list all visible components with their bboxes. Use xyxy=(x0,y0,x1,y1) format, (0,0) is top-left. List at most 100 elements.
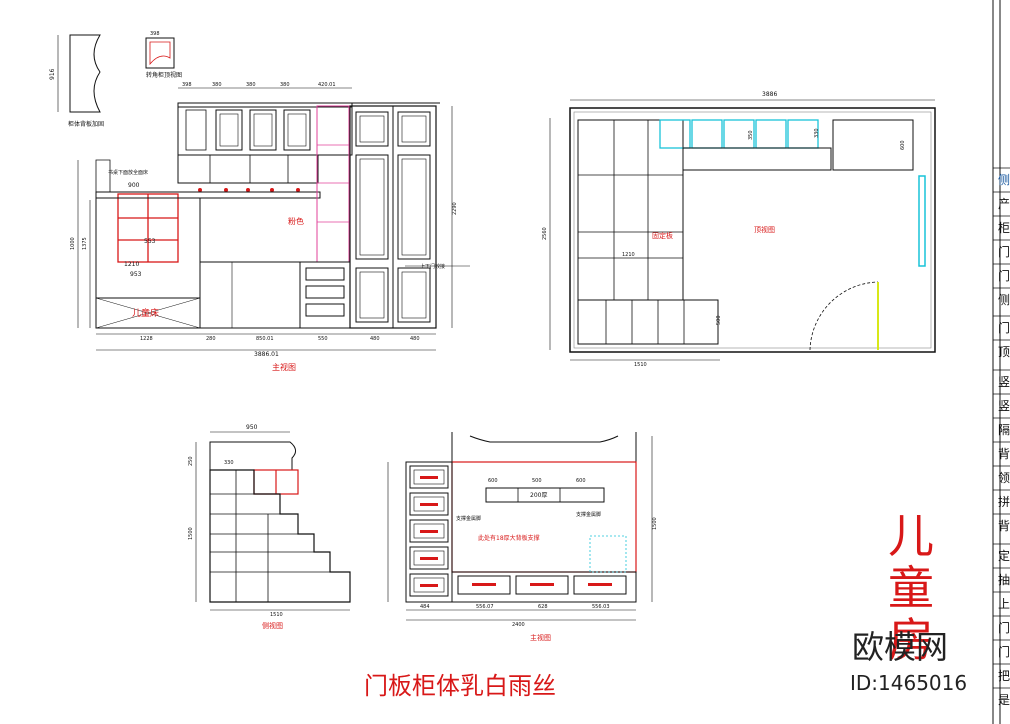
right-dim: 2290 xyxy=(452,202,458,215)
left-dim: 1000 xyxy=(70,237,76,250)
front-bottom-dim: 480 xyxy=(370,336,380,342)
top-plan-view: 3886 固定板 1210 350 330 600 顶视图 500 xyxy=(542,91,936,368)
tb-row-char: 侧 xyxy=(998,293,1010,307)
left-drawer xyxy=(409,492,449,516)
tb-row-char: 领 xyxy=(998,471,1010,485)
room-title-char: 童 xyxy=(888,561,934,615)
desk-note: 书桌下面放全面床 xyxy=(108,169,148,176)
left-drawer-inner xyxy=(413,469,445,485)
room-title: 儿童房 xyxy=(888,509,934,667)
desk-inner: 953 xyxy=(130,271,142,278)
support-left: 支撑金属脚 xyxy=(456,515,481,522)
left-drawer-inner xyxy=(413,577,445,593)
drawer-handle xyxy=(420,476,438,479)
side-caption: 侧视图 xyxy=(262,621,283,630)
tb-row-char: 定 xyxy=(998,548,1010,563)
left-drawer-inner xyxy=(413,550,445,566)
side-view: 950 330 1500 250 1510 侧视图 xyxy=(188,424,351,630)
left-drawer xyxy=(409,573,449,597)
tb-row-char: 顶 xyxy=(998,345,1010,359)
top-plan-350: 350 xyxy=(748,130,754,140)
left-drawer-inner xyxy=(413,496,445,512)
tb-row-char: 是 xyxy=(998,693,1010,707)
fv2-bottom-dim: 628 xyxy=(538,604,548,610)
watermark-brand: 欧模网 xyxy=(852,628,948,666)
pink-label: 粉色 xyxy=(288,216,304,226)
small-detail-corner-top: 398 转角柜顶视图 xyxy=(145,31,182,79)
fixed-board-label: 固定板 xyxy=(652,231,673,240)
front-bottom-dim: 1228 xyxy=(140,336,153,342)
front-top-dim: 420.01 xyxy=(318,82,336,88)
front-bottom-dim: 280 xyxy=(206,336,216,342)
back-note: 此处有18厚大背板支撑 xyxy=(478,534,540,542)
label-200: 200厚 xyxy=(530,492,547,499)
tb-row-char: 门 xyxy=(998,268,1010,283)
side-width-top: 950 xyxy=(246,424,258,431)
tb-row-char: 门 xyxy=(998,644,1010,659)
door-hinge-note: 上下门铰接 xyxy=(420,263,445,270)
front-top-dim: 380 xyxy=(246,82,256,88)
top-plan-500: 500 xyxy=(716,315,722,325)
left-dim-2: 1375 xyxy=(82,237,88,250)
tb-row-char: 竖 xyxy=(998,399,1010,413)
tb-row-char: 产 xyxy=(998,197,1010,211)
tb-row-char: 背 xyxy=(998,447,1010,461)
tb-row-char: 隔 xyxy=(998,423,1010,437)
tb-row-char: 拼 xyxy=(998,495,1010,509)
top-plan-330: 330 xyxy=(814,128,820,138)
tb-row-char: 门 xyxy=(998,320,1010,335)
left-drawer-inner xyxy=(413,523,445,539)
fv2-shelf-dim: 500 xyxy=(532,478,542,484)
drawer-handle xyxy=(420,503,438,506)
tb-row-char: 门 xyxy=(998,244,1010,259)
fv2-bottom-dim: 556.03 xyxy=(592,604,610,610)
front-bottom-dim: 480 xyxy=(410,336,420,342)
tb-row-char: 抽 xyxy=(998,573,1010,587)
fv2-bottom-dim: 484 xyxy=(420,604,430,610)
tb-row-char: 上 xyxy=(998,597,1010,611)
overall-width: 3886.01 xyxy=(254,351,279,358)
desk-width-top: 900 xyxy=(128,182,140,189)
front-main-caption: 主视图 xyxy=(272,362,296,372)
left-drawer xyxy=(409,546,449,570)
bed-label: 儿童床 xyxy=(132,307,159,319)
top-plan-label: 顶视图 xyxy=(754,225,775,234)
small-detail-back-reinforce: 916 柜体背板加固 xyxy=(49,34,104,128)
front-top-dim: 380 xyxy=(280,82,290,88)
watermark-id: ID:1465016 xyxy=(850,671,967,695)
svg-text:398: 398 xyxy=(150,31,160,37)
side-width-bottom: 1510 xyxy=(270,612,283,618)
svg-text:553: 553 xyxy=(144,238,156,245)
front-main-view: 398 380 380 380 420.01 900 书桌下面放全面床 553 xyxy=(70,82,470,372)
top-plan-width: 3886 xyxy=(762,91,777,98)
drawer-handle xyxy=(420,557,438,560)
watermark: 欧模网 ID:1465016 xyxy=(850,628,967,695)
front-bottom-dim: 550 xyxy=(318,336,328,342)
fv2-width: 2400 xyxy=(512,622,525,628)
room-title-char: 儿 xyxy=(888,509,934,563)
left-drawer xyxy=(409,465,449,489)
front-top-dim: 398 xyxy=(182,82,192,88)
tb-row-char: 门 xyxy=(998,620,1010,635)
room-title-char: 房 xyxy=(888,613,934,667)
tb-row-char: 侧 xyxy=(998,173,1010,187)
drawer-handle xyxy=(420,530,438,533)
side-330: 330 xyxy=(224,460,234,466)
top-plan-600: 600 xyxy=(900,140,906,150)
svg-text:916: 916 xyxy=(49,68,56,80)
drawer-handle xyxy=(420,584,438,587)
tb-row-char: 背 xyxy=(998,519,1010,533)
fv2-shelf-dim: 600 xyxy=(488,478,498,484)
left-drawer xyxy=(409,519,449,543)
fv2-bottom-dim: 556.07 xyxy=(476,604,494,610)
front-bottom-dim: 850.01 xyxy=(256,336,274,342)
side-250: 250 xyxy=(188,456,194,466)
side-height: 1500 xyxy=(188,527,194,540)
tb-row-char: 竖 xyxy=(998,375,1010,389)
front-top-dim: 380 xyxy=(212,82,222,88)
desk-width-bottom: 1210 xyxy=(124,261,139,268)
tb-row-char: 柜 xyxy=(998,221,1010,235)
